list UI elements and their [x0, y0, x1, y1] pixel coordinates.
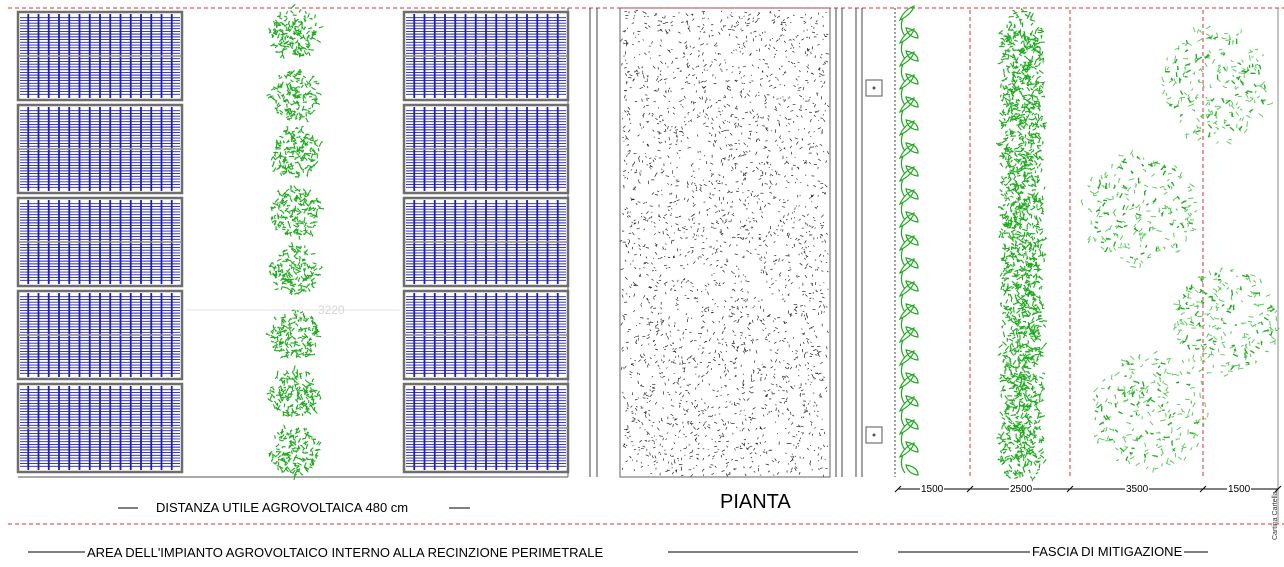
solar-panel-icon [402, 289, 570, 381]
hedge-plant-icon [999, 78, 1046, 123]
solar-panel-icon [16, 382, 184, 474]
hedge-plant-icon [898, 442, 919, 476]
hedge-plant-icon [997, 438, 1047, 482]
distance-label: DISTANZA UTILE AGROVOLTAICA 480 cm [156, 500, 409, 515]
hedge-plant-icon [999, 389, 1046, 437]
solar-panel-icon [402, 382, 570, 474]
tree-canopy-icon [1161, 25, 1274, 145]
hedge-plant-icon [997, 323, 1048, 373]
hedge-plant-icon [999, 255, 1044, 305]
shrub-row [265, 3, 325, 481]
tree-canopy-icon [1080, 149, 1198, 269]
solar-panel-rows [16, 10, 570, 474]
dim-label-4: 1500 [1227, 484, 1252, 495]
solar-panel-icon [402, 103, 570, 195]
hedge-row [898, 5, 1048, 482]
solar-panel-icon [402, 10, 570, 102]
tree-canopies [1080, 25, 1280, 473]
hedge-plant-icon [997, 30, 1045, 77]
solar-panel-icon [402, 196, 570, 288]
shrub-icon [266, 68, 322, 123]
hedge-plant-icon [999, 166, 1046, 216]
center-dimension-label: 3220 [318, 303, 345, 317]
tree-canopy-icon [1173, 267, 1280, 377]
shrub-icon [268, 424, 322, 481]
solar-panel-icon [16, 10, 184, 102]
solar-panel-icon [16, 289, 184, 381]
dim-label-1: 1500 [920, 484, 945, 495]
shrub-icon [268, 242, 323, 296]
dimension-tick [894, 485, 902, 493]
fence-post-icon [865, 79, 883, 97]
dim-label-2: 2500 [1009, 484, 1034, 495]
dim-label-3: 3500 [1125, 484, 1150, 495]
hedge-plant-icon [998, 8, 1045, 54]
plan-title: PIANTA [720, 491, 791, 513]
shrub-icon [266, 365, 322, 417]
dimension-lines [894, 485, 1282, 493]
solar-panel-icon [16, 103, 184, 195]
dimension-tick [1199, 485, 1207, 493]
dimension-tick [1066, 485, 1074, 493]
shrub-icon [270, 125, 323, 178]
gravel-texture [619, 9, 830, 478]
gravel-strip [619, 7, 831, 478]
hedge-plant-icon [1000, 371, 1045, 419]
dimension-tick [1274, 485, 1282, 493]
shrub-icon [268, 3, 325, 59]
hedge-plant-icon [1001, 300, 1048, 349]
shrub-icon [265, 309, 322, 359]
fence-post-icon [865, 426, 883, 444]
shrub-icon [270, 184, 324, 241]
solar-panel-icon [16, 196, 184, 288]
hedge-plant-icon [898, 5, 919, 39]
stamp-text: Cartina Cartella [1272, 491, 1279, 540]
mitigation-label: FASCIA DI MITIGAZIONE [1032, 544, 1183, 559]
hedge-plant-icon [997, 189, 1045, 234]
hedge-plant-icon [999, 347, 1046, 391]
dimension-tick [966, 485, 974, 493]
area-label: AREA DELL'IMPIANTO AGROVOLTAICO INTERNO … [87, 545, 604, 560]
tree-canopy-icon [1092, 350, 1209, 473]
structure-lines [8, 7, 1284, 553]
